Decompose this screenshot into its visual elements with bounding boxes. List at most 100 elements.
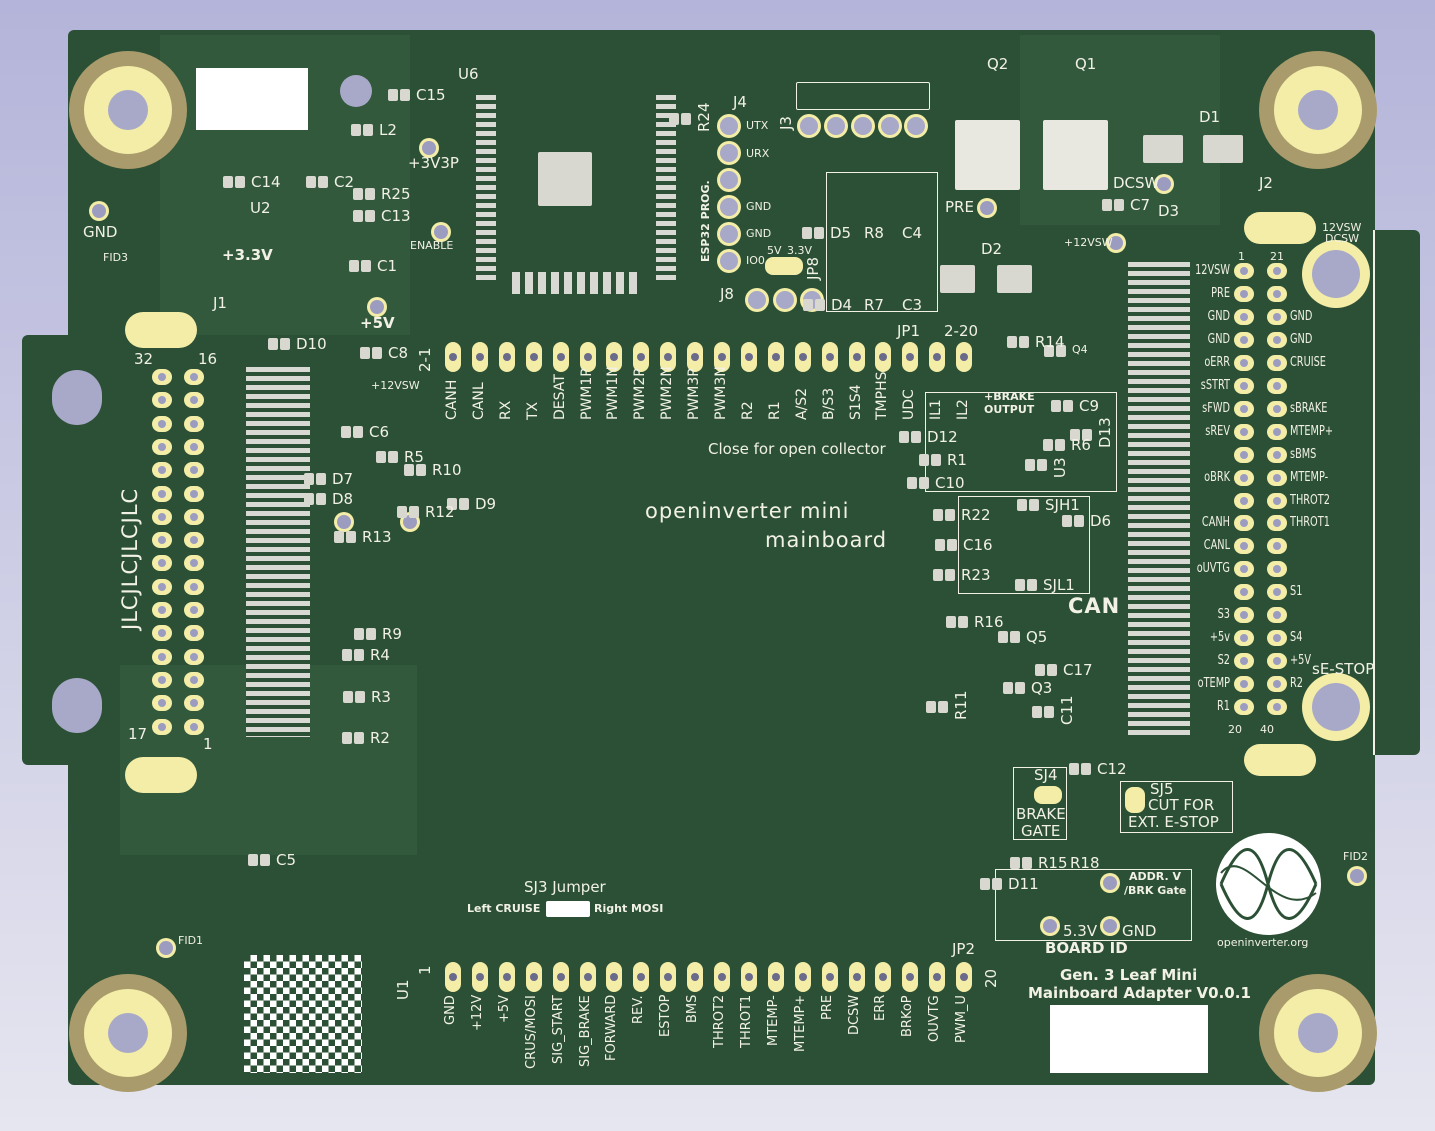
j1-pin[interactable] <box>184 485 204 502</box>
j2-pin[interactable] <box>1267 630 1287 647</box>
j1-pin[interactable] <box>184 578 204 595</box>
jp1-pin[interactable] <box>821 342 838 372</box>
j1-pin[interactable] <box>152 602 172 618</box>
j1-pin[interactable] <box>152 532 172 549</box>
test-point[interactable] <box>1103 919 1117 933</box>
u1-pin[interactable] <box>525 962 542 992</box>
j2-pin[interactable] <box>1267 538 1287 555</box>
j1-pin[interactable] <box>184 648 204 665</box>
j2-pin[interactable] <box>1234 515 1254 532</box>
j2-pin[interactable] <box>1267 492 1287 509</box>
j2-pin[interactable] <box>1267 584 1287 601</box>
sj5-jumper[interactable] <box>1125 787 1145 813</box>
u1-pin[interactable] <box>445 962 461 992</box>
j1-pin[interactable] <box>152 578 172 595</box>
sj4-jumper[interactable] <box>1034 786 1062 804</box>
jp1-pin[interactable] <box>660 342 677 372</box>
jp1-pin[interactable] <box>525 342 542 372</box>
j2-pin[interactable] <box>1234 285 1254 302</box>
j1-pin[interactable] <box>152 555 172 572</box>
j2-pin[interactable] <box>1234 630 1254 647</box>
j2-pin[interactable] <box>1267 263 1287 279</box>
j1-pin[interactable] <box>184 369 204 385</box>
j1-pin[interactable] <box>152 718 172 735</box>
j2-pin[interactable] <box>1267 354 1287 371</box>
jp1-pin[interactable] <box>552 342 569 372</box>
u1-pin[interactable] <box>498 962 515 992</box>
u1-pin[interactable] <box>633 962 650 992</box>
jp1-pin[interactable] <box>714 342 730 372</box>
jp1-pin[interactable] <box>471 342 488 372</box>
jp1-pin[interactable] <box>929 342 946 372</box>
j2-pin[interactable] <box>1267 377 1287 394</box>
j2-pin[interactable] <box>1267 515 1287 532</box>
jp1-pin[interactable] <box>579 342 596 372</box>
j2-pin[interactable] <box>1234 354 1254 371</box>
j1-pin[interactable] <box>184 555 204 572</box>
u1-pin[interactable] <box>902 962 919 992</box>
j2-pin[interactable] <box>1234 492 1254 509</box>
j2-pin[interactable] <box>1234 469 1254 486</box>
jp1-pin[interactable] <box>687 342 704 372</box>
test-point[interactable] <box>1043 919 1057 933</box>
u1-pin[interactable] <box>794 962 811 992</box>
jp8-jumper[interactable] <box>765 257 803 275</box>
j2-pin[interactable] <box>1234 263 1254 279</box>
jp1-pin[interactable] <box>606 342 623 372</box>
sj3-jumper[interactable] <box>546 901 590 917</box>
test-point[interactable] <box>1157 177 1171 191</box>
test-point[interactable] <box>1103 876 1117 890</box>
j2-pin[interactable] <box>1234 653 1254 670</box>
j1-pin[interactable] <box>184 415 204 432</box>
j1-pin[interactable] <box>152 508 172 525</box>
jp1-pin[interactable] <box>902 342 919 372</box>
u1-pin[interactable] <box>660 962 677 992</box>
test-point[interactable] <box>422 141 436 155</box>
jp1-pin[interactable] <box>848 342 865 372</box>
j2-pin[interactable] <box>1267 308 1287 325</box>
j2-pin[interactable] <box>1267 561 1287 578</box>
j2-pin[interactable] <box>1267 607 1287 624</box>
test-point[interactable] <box>370 300 384 314</box>
test-point[interactable] <box>980 201 994 215</box>
u1-pin[interactable] <box>552 962 569 992</box>
j1-pin[interactable] <box>152 369 172 385</box>
j1-pin[interactable] <box>152 671 172 688</box>
u1-pin[interactable] <box>579 962 596 992</box>
j2-pin[interactable] <box>1234 699 1254 716</box>
j1-pin[interactable] <box>184 392 204 409</box>
test-point[interactable] <box>1350 869 1364 883</box>
j2-pin[interactable] <box>1267 699 1287 716</box>
j2-pin[interactable] <box>1234 676 1254 693</box>
j2-pin[interactable] <box>1267 446 1287 463</box>
j2-pin[interactable] <box>1234 446 1254 463</box>
j1-pin[interactable] <box>184 508 204 525</box>
jp1-pin[interactable] <box>498 342 515 372</box>
test-point[interactable] <box>403 515 417 529</box>
j2-pin[interactable] <box>1234 331 1254 348</box>
j2-pin[interactable] <box>1267 469 1287 486</box>
test-point[interactable] <box>337 515 351 529</box>
j1-pin[interactable] <box>184 602 204 618</box>
j2-pin[interactable] <box>1234 538 1254 555</box>
j2-pin[interactable] <box>1234 423 1254 440</box>
j1-pin[interactable] <box>184 625 204 642</box>
u1-pin[interactable] <box>606 962 623 992</box>
j2-pin[interactable] <box>1234 377 1254 394</box>
test-point[interactable] <box>434 225 448 239</box>
j2-pin[interactable] <box>1234 308 1254 325</box>
j1-pin[interactable] <box>152 438 172 455</box>
jp1-pin[interactable] <box>956 342 973 372</box>
j1-pin[interactable] <box>152 485 172 502</box>
j2-pin[interactable] <box>1267 331 1287 348</box>
jp1-pin[interactable] <box>445 342 461 372</box>
j1-pin[interactable] <box>152 695 172 712</box>
j2-pin[interactable] <box>1267 285 1287 302</box>
j2-pin[interactable] <box>1234 584 1254 601</box>
jp1-pin[interactable] <box>740 342 757 372</box>
test-point[interactable] <box>92 204 106 218</box>
j1-pin[interactable] <box>152 392 172 409</box>
j1-pin[interactable] <box>152 415 172 432</box>
j1-pin[interactable] <box>184 695 204 712</box>
u1-pin[interactable] <box>956 962 973 992</box>
